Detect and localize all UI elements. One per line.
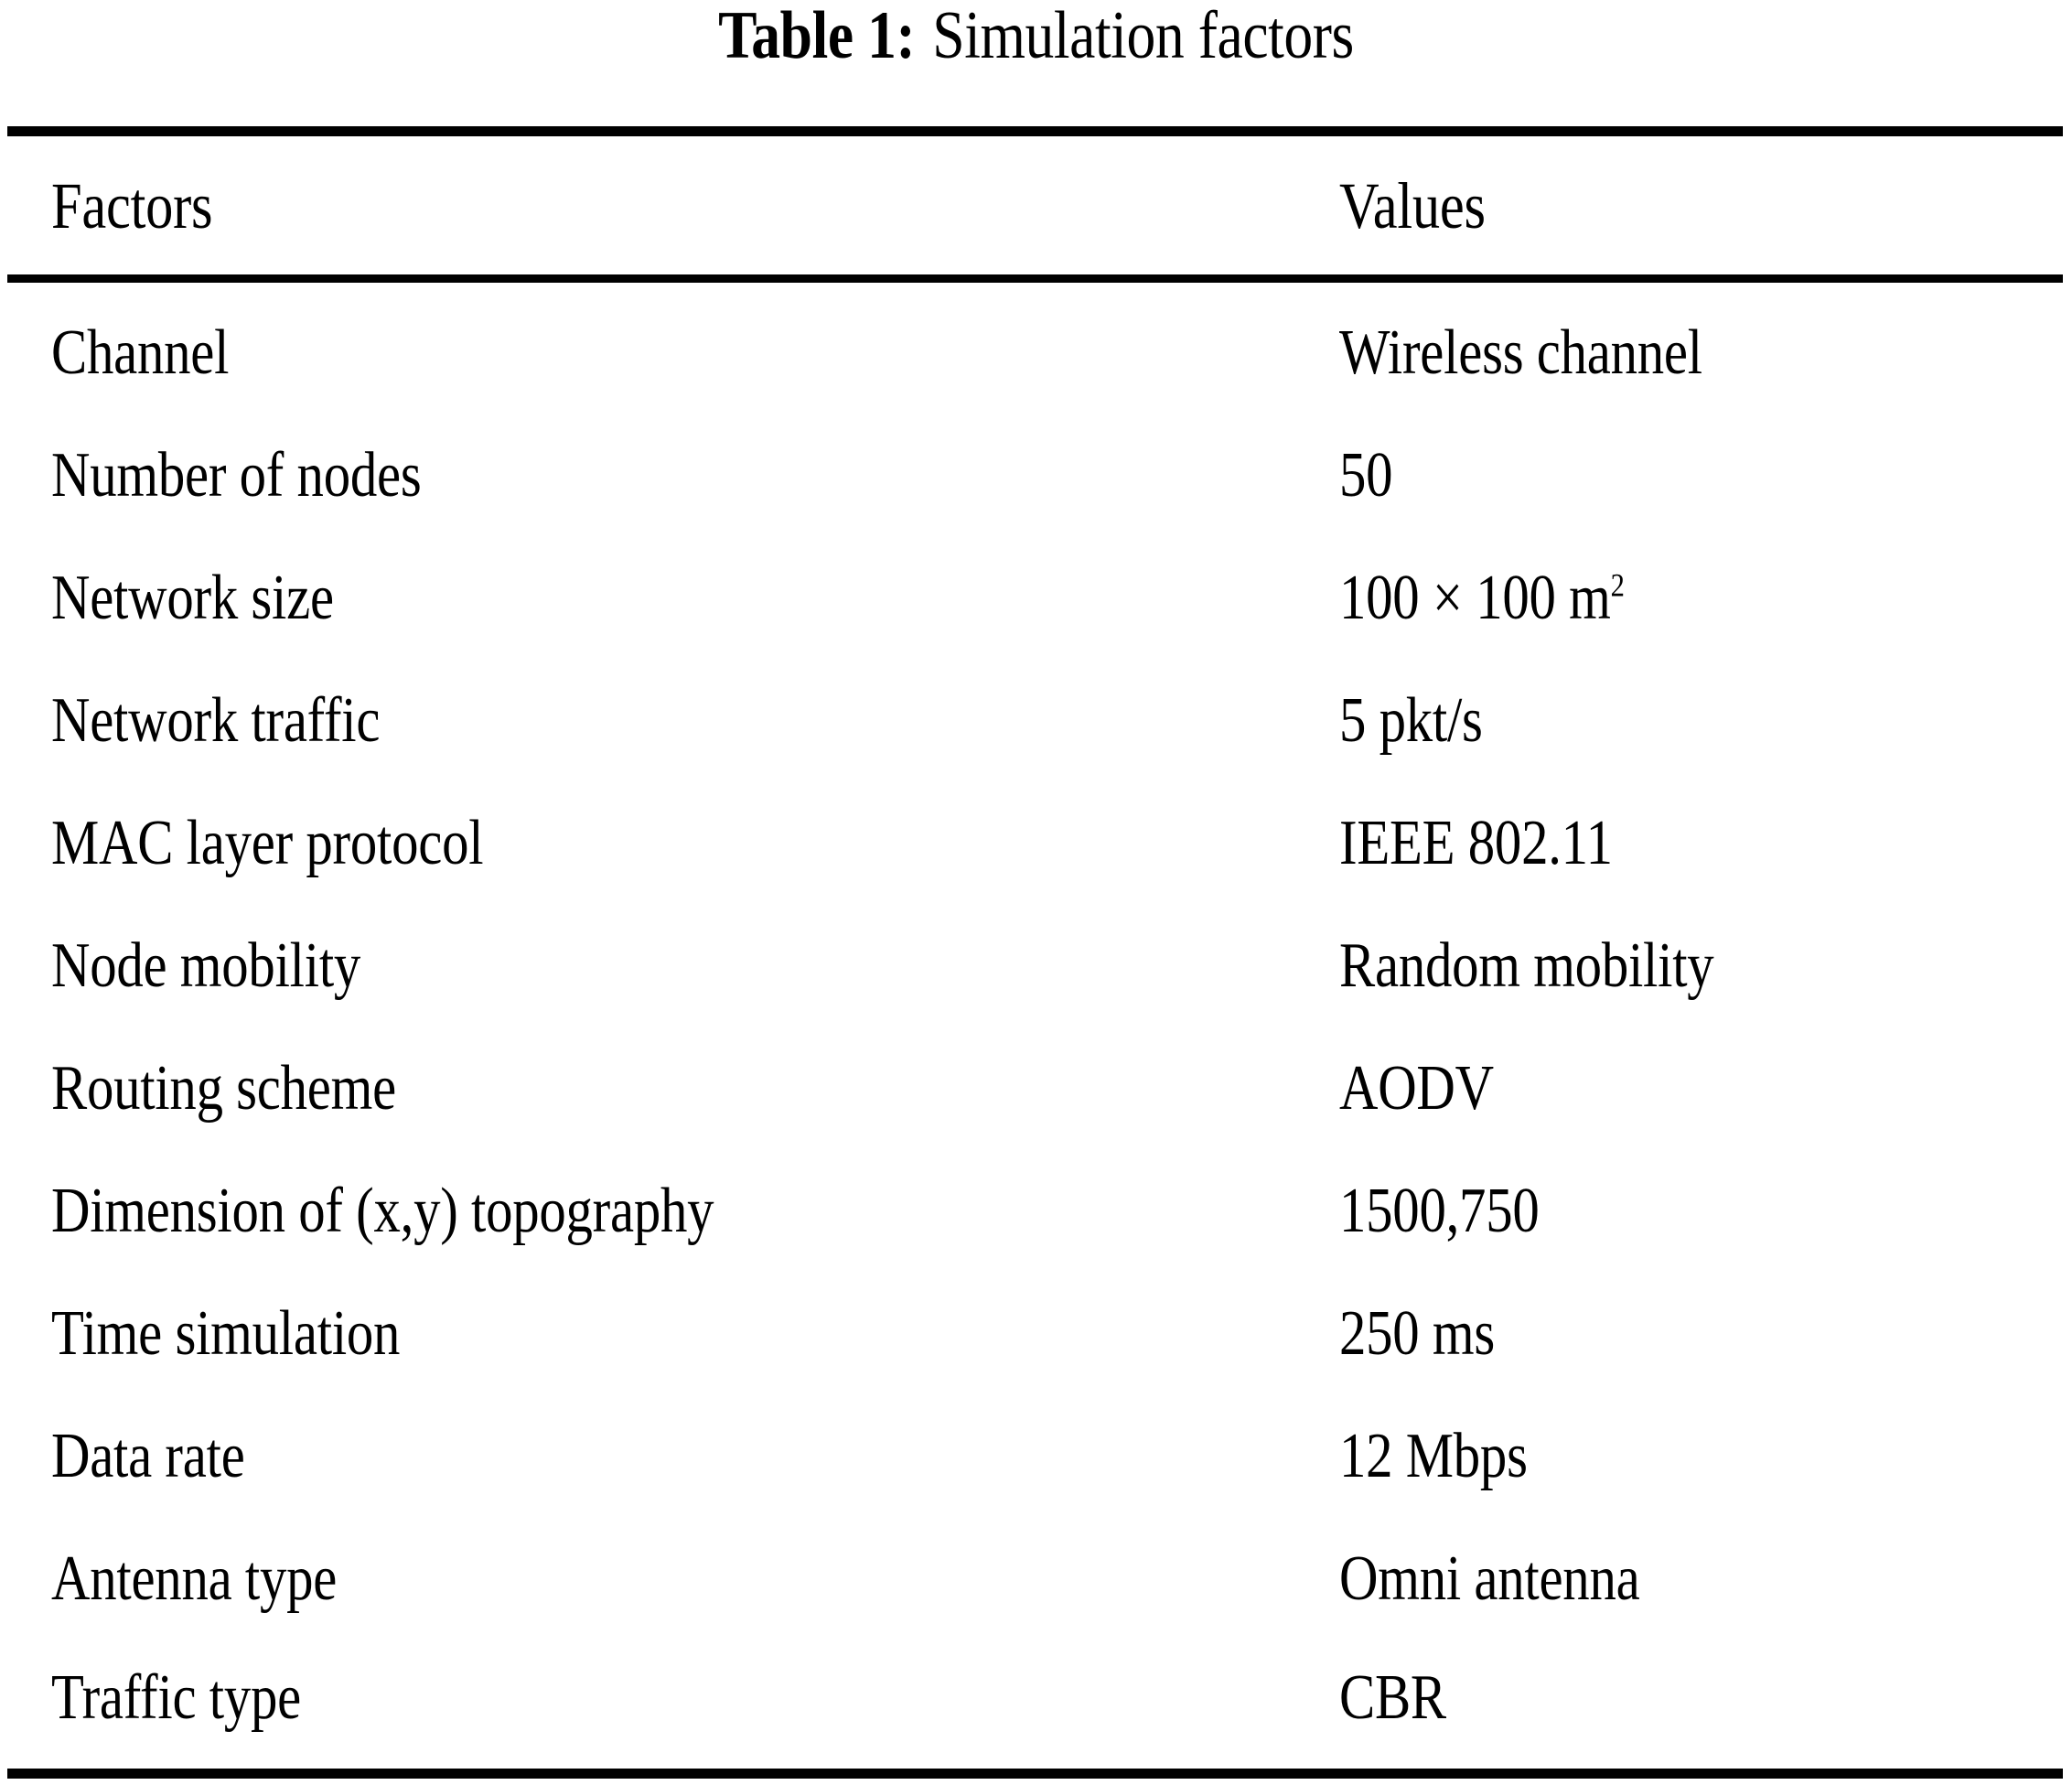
row-factor-label: Data rate [51,1421,245,1491]
row-factor-label: Network size [51,563,334,633]
table-row: Node mobility Random mobility [0,911,2072,1021]
table-row: Channel Wireless channel [0,298,2072,408]
row-value: Wireless channel [1339,317,1702,388]
row-factor-label: Channel [51,317,230,388]
table-top-rule [7,126,2063,136]
row-factor-label: Number of nodes [51,440,422,511]
row-value: Random mobility [1339,930,1714,1001]
table-row: Antenna type Omni antenna [0,1524,2072,1634]
table-row: Network size 100 × 100 m2 [0,543,2072,653]
table-caption-label: Table 1: [718,0,916,73]
table-row: Routing scheme AODV [0,1034,2072,1144]
row-value: IEEE 802.11 [1339,808,1613,878]
row-factor-label: MAC layer protocol [51,808,484,878]
row-value-text: 100 × 100 m [1339,563,1611,633]
table-header-rule [7,274,2063,283]
table-row: Dimension of (x,y) topography 1500,750 [0,1156,2072,1266]
row-factor-label: Node mobility [51,930,361,1001]
table-caption-text: Simulation factors [932,0,1354,73]
column-header-factors: Factors [51,169,213,242]
row-value: 100 × 100 m2 [1339,543,1625,653]
table-row: Traffic type CBR [0,1643,2072,1753]
table-row: Network traffic 5 pkt/s [0,666,2072,776]
row-value: AODV [1339,1053,1494,1124]
row-factor-label: Network traffic [51,685,381,756]
row-factor-label: Routing scheme [51,1053,396,1124]
table-row: Data rate 12 Mbps [0,1402,2072,1511]
row-factor-label: Antenna type [51,1543,338,1614]
row-value: CBR [1339,1662,1446,1733]
table-row: MAC layer protocol IEEE 802.11 [0,789,2072,898]
row-value: Omni antenna [1339,1543,1640,1614]
column-header-values: Values [1339,169,1486,242]
row-value: 12 Mbps [1339,1421,1528,1491]
row-value-superscript: 2 [1610,566,1625,604]
row-value: 1500,750 [1339,1176,1540,1246]
table-header-row: Factors Values [0,151,2072,261]
row-value: 250 ms [1339,1298,1496,1369]
table-bottom-rule [7,1769,2063,1779]
row-value: 50 [1339,440,1393,511]
row-factor-label: Dimension of (x,y) topography [51,1176,714,1246]
table-row: Number of nodes 50 [0,421,2072,531]
row-factor-label: Time simulation [51,1298,401,1369]
table-caption: Table 1:Simulation factors [145,2,1927,70]
row-factor-label: Traffic type [51,1662,301,1733]
row-value: 5 pkt/s [1339,685,1483,756]
table-row: Time simulation 250 ms [0,1279,2072,1389]
